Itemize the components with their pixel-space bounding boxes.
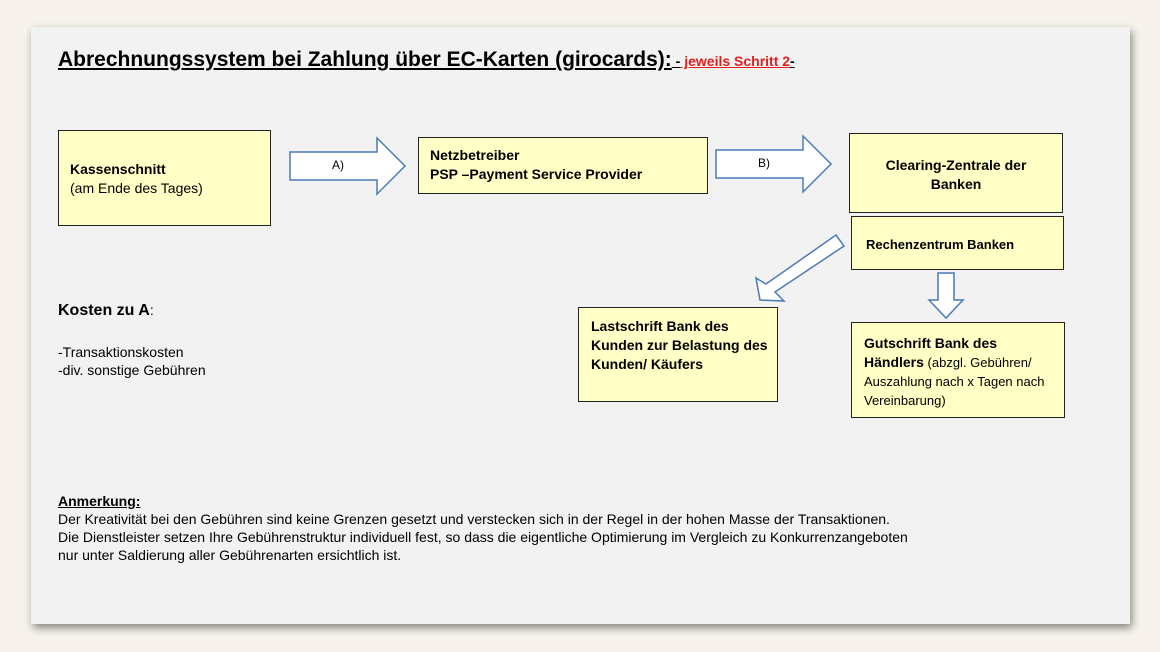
title-main: Abrechnungssystem bei Zahlung über EC-Ka… [58, 48, 672, 71]
title-dash-close: - [790, 53, 795, 69]
note-heading: Anmerkung: [58, 493, 141, 509]
kosten-item: -Transaktionskosten [58, 344, 184, 360]
title-highlight: jeweils Schritt 2 [680, 53, 791, 69]
rechenzentrum-label: Rechenzentrum Banken [866, 237, 1015, 252]
clearing-line1: Clearing-Zentrale der [885, 157, 1027, 173]
box-clearing-zentrale: Clearing-Zentrale der Banken [849, 133, 1063, 213]
kosten-colon: : [149, 302, 154, 318]
kosten-heading: Kosten zu A: [58, 302, 154, 320]
gutschrift-detail: (abzgl. Gebühren/ Auszahlung nach x Tage… [864, 355, 1045, 408]
box-gutschrift: Gutschrift Bank des Händlers (abzgl. Geb… [851, 322, 1065, 418]
note-line: Die Dienstleister setzen Ihre Gebührenst… [58, 529, 908, 545]
note-line: nur unter Saldierung aller Gebührenarten… [58, 547, 402, 563]
kosten-list: -Transaktionskosten -div. sonstige Gebüh… [58, 343, 206, 379]
lastschrift-label: Lastschrift Bank des Kunden zur Belastun… [591, 318, 768, 372]
kassenschnitt-title: Kassenschnitt [70, 161, 166, 177]
kosten-title-text: Kosten zu A [58, 302, 150, 319]
arrow-b-label: B) [758, 156, 770, 170]
clearing-line2: Banken [930, 176, 982, 192]
netzbetreiber-subtitle: PSP –Payment Service Provider [430, 166, 643, 182]
arrow-a-label: A) [332, 158, 344, 172]
page-title: Abrechnungssystem bei Zahlung über EC-Ka… [58, 48, 795, 72]
box-rechenzentrum: Rechenzentrum Banken [851, 216, 1064, 270]
box-netzbetreiber: Netzbetreiber PSP –Payment Service Provi… [418, 137, 708, 194]
gutschrift-label: Gutschrift Bank des Händlers [864, 335, 998, 370]
kassenschnitt-subtitle: (am Ende des Tages) [70, 180, 203, 196]
title-dash-open: - [671, 53, 681, 69]
note-line: Der Kreativität bei den Gebühren sind ke… [58, 511, 890, 527]
kosten-item: -div. sonstige Gebühren [58, 362, 206, 378]
note-section: Anmerkung: Der Kreativität bei den Gebüh… [58, 492, 1108, 564]
box-lastschrift: Lastschrift Bank des Kunden zur Belastun… [578, 307, 778, 402]
netzbetreiber-title: Netzbetreiber [430, 147, 520, 163]
box-kassenschnitt: Kassenschnitt (am Ende des Tages) [58, 130, 271, 226]
